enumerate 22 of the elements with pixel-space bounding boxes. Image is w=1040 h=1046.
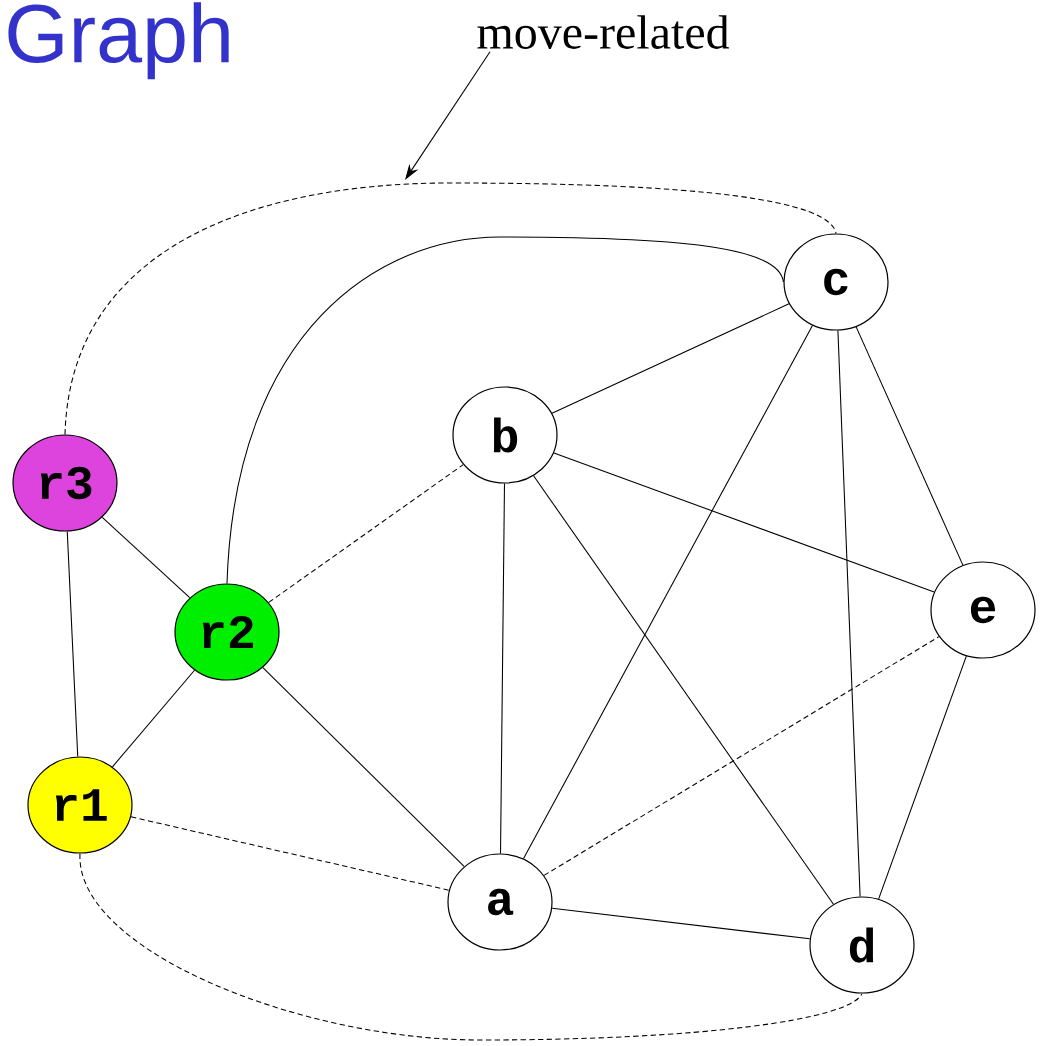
edge-line: [101, 516, 191, 599]
edge-line: [551, 907, 811, 940]
edge-line: [500, 483, 506, 854]
edge-line: [543, 636, 940, 876]
edge-line: [262, 667, 465, 868]
edge-line: [111, 669, 196, 768]
edge-line: [837, 330, 861, 897]
edge-line: [130, 816, 450, 891]
edge-line: [66, 531, 79, 757]
edge-line: [79, 853, 863, 1041]
edge-line: [878, 655, 967, 900]
edge-line: [551, 303, 790, 414]
edge-line: [523, 324, 813, 860]
edge-line: [533, 475, 834, 905]
edge-line: [226, 236, 784, 584]
leader-line: [405, 51, 491, 180]
title: Graph: [8, 2, 229, 80]
edge-line: [855, 326, 964, 566]
edge-line: [64, 182, 837, 435]
annotation-text: move-related: [477, 15, 730, 49]
edge-line: [553, 452, 935, 593]
edge-line: [268, 464, 464, 603]
